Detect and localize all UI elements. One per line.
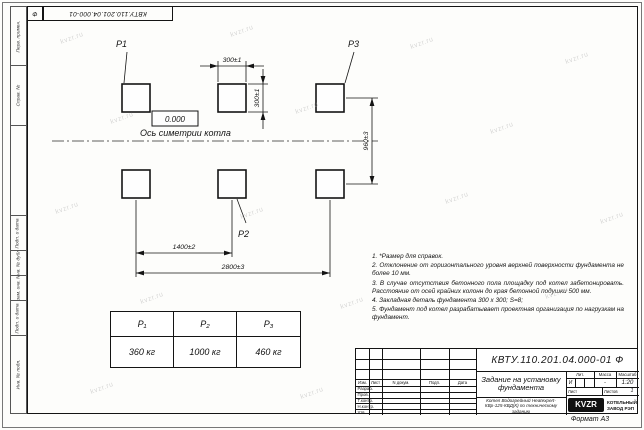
margin-box-podp-data-2: Подп. и дата bbox=[10, 301, 27, 336]
label-p3: Р3 bbox=[348, 39, 359, 49]
foundation-pads bbox=[121, 83, 345, 199]
top-docnumber-strip: Ф КВТУ.110.201.04.000-01 bbox=[27, 6, 173, 21]
margin-box-sprav: Справ. № bbox=[10, 66, 27, 126]
docnumber-cell: КВТУ.110.201.04.000-01 bbox=[43, 6, 173, 21]
leader-p3 bbox=[344, 51, 355, 84]
dim-total: 2800±3 bbox=[221, 264, 245, 271]
leader-lines bbox=[123, 51, 355, 224]
note-2: 2. Отклонение от горизонтального уровня … bbox=[372, 262, 624, 278]
stamp-title: Задание на установку фундамента bbox=[481, 374, 561, 392]
leader-p1 bbox=[123, 51, 128, 84]
docnumber-suffix-cell: Ф bbox=[27, 6, 43, 21]
foundation-plan-drawing: 0.000 Р1 Р3 Р2 Ось симетрии котла 300±1 … bbox=[52, 39, 378, 277]
dim-row-gap: 960±3 bbox=[363, 131, 370, 150]
stamp-lit-value: И bbox=[568, 379, 573, 386]
note-5: 5. Фундамент под котел разрабатывает про… bbox=[372, 306, 624, 322]
technical-notes: 1. *Размер для справок. 2. Отклонение от… bbox=[372, 253, 624, 324]
symmetry-axis-label: Ось симетрии котла bbox=[140, 128, 231, 138]
margin-label: Перв. примен. bbox=[16, 20, 22, 52]
title-block: КВТУ.110.201.04.000-01 Ф Задание на уста… bbox=[355, 348, 639, 415]
loads-header-p3: Р₃ bbox=[237, 312, 300, 337]
note-4: 4. Закладная деталь фундамента 300 х 300… bbox=[372, 296, 524, 304]
stamp-doc-number: КВТУ.110.201.04.000-01 Ф bbox=[491, 354, 624, 366]
margin-label: Взам. инв. № bbox=[16, 276, 22, 301]
kvzr-logo: KVZR bbox=[568, 397, 604, 412]
doc-suffix: Ф bbox=[32, 10, 38, 17]
company-name-line2: ЗАВОД РЭП bbox=[607, 406, 635, 412]
note-3: 3. В случае отсутствия бетонного пола пл… bbox=[372, 279, 624, 295]
format-label: Формат А3 bbox=[570, 416, 610, 423]
stamp-col-podp: Подп. bbox=[428, 380, 441, 385]
elevation-box bbox=[151, 110, 199, 127]
margin-label: Подп. и дата bbox=[16, 302, 21, 334]
margin-label: Инв. № подл. bbox=[16, 359, 22, 390]
margin-box-perv-primen: Перв. примен. bbox=[10, 6, 27, 66]
dim-pad-width: 300±1 bbox=[223, 57, 242, 64]
stamp-row-nkontr: Н.контр. bbox=[357, 403, 375, 409]
margin-label: Подп. и дата bbox=[16, 217, 21, 249]
margin-label: Инв. № дубл. bbox=[16, 251, 22, 276]
stamp-lit-header: Лит. bbox=[576, 372, 584, 377]
dimension-lines bbox=[135, 61, 378, 277]
note-1: 1. *Размер для справок. bbox=[372, 253, 444, 260]
pad-bottom-middle bbox=[217, 169, 247, 199]
loads-value-p3: 460 кг bbox=[255, 347, 282, 357]
pad-top-middle bbox=[217, 83, 247, 113]
left-margin-strip: Перв. примен. Справ. № Подп. и дата Инв.… bbox=[10, 6, 27, 414]
stamp-row-prov: Пров. bbox=[357, 392, 369, 398]
dimension-arrowheads bbox=[136, 63, 375, 276]
stamp-mass-value: - bbox=[604, 379, 606, 386]
margin-box-vzam-inv: Взам. инв. № bbox=[10, 276, 27, 301]
loads-header-p1: Р₁ bbox=[111, 312, 174, 337]
leader-p2 bbox=[236, 198, 247, 224]
label-p1: Р1 bbox=[116, 39, 127, 49]
stamp-col-list: Лист bbox=[370, 380, 381, 385]
label-p2: Р2 bbox=[238, 229, 249, 239]
stamp-row-razrab: Разраб. bbox=[357, 386, 373, 392]
dim-pad-height: 300±1 bbox=[254, 88, 261, 107]
stamp-col-izm: Изм. bbox=[358, 380, 367, 385]
pad-bottom-right bbox=[315, 169, 345, 199]
dim-col-gap: 1400±2 bbox=[173, 244, 196, 251]
stamp-mass-header: Масса bbox=[598, 372, 612, 377]
company-name-line1: КОТЕЛЬНЫЙ bbox=[607, 399, 637, 405]
margin-box-empty bbox=[10, 126, 27, 216]
loads-header-p2: Р₂ bbox=[174, 312, 237, 337]
stamp-sheets-value: 1 bbox=[630, 388, 634, 394]
elevation-value: 0.000 bbox=[165, 115, 186, 124]
stamp-col-data: Дата bbox=[457, 380, 468, 385]
stamp-row-utv: Утв. bbox=[357, 409, 366, 415]
margin-box-inv-podl: Инв. № подл. bbox=[10, 336, 27, 414]
loads-value-p2: 1000 кг bbox=[174, 337, 237, 367]
pad-top-left bbox=[121, 83, 151, 113]
stamp-sheet-label: Лист bbox=[568, 388, 578, 394]
margin-label: Справ. № bbox=[16, 84, 21, 107]
margin-box-inv-dubl: Инв. № дубл. bbox=[10, 251, 27, 276]
loads-value-p1: 360 кг bbox=[111, 337, 174, 367]
doc-number-rotated: КВТУ.110.201.04.000-01 bbox=[69, 10, 147, 17]
pad-bottom-left bbox=[121, 169, 151, 199]
stamp-product-name: Котел Водогрейный Heatexpert-КВр-125-КВД… bbox=[484, 398, 558, 414]
drawing-frame bbox=[27, 6, 638, 414]
margin-box-podp-data-1: Подп. и дата bbox=[10, 216, 27, 251]
stamp-scale-value: 1:20 bbox=[621, 379, 634, 386]
stamp-row-tkontr: Т.контр. bbox=[357, 397, 374, 403]
stamp-col-dokum: N докум. bbox=[392, 380, 410, 385]
stamp-sheets-label: Листов bbox=[604, 388, 618, 394]
loads-table: Р₁ Р₂ Р₃ 360 кг 1000 кг 460 кг bbox=[110, 311, 301, 368]
pad-top-right bbox=[315, 83, 345, 113]
stamp-scale-header: Масштаб bbox=[618, 372, 637, 377]
